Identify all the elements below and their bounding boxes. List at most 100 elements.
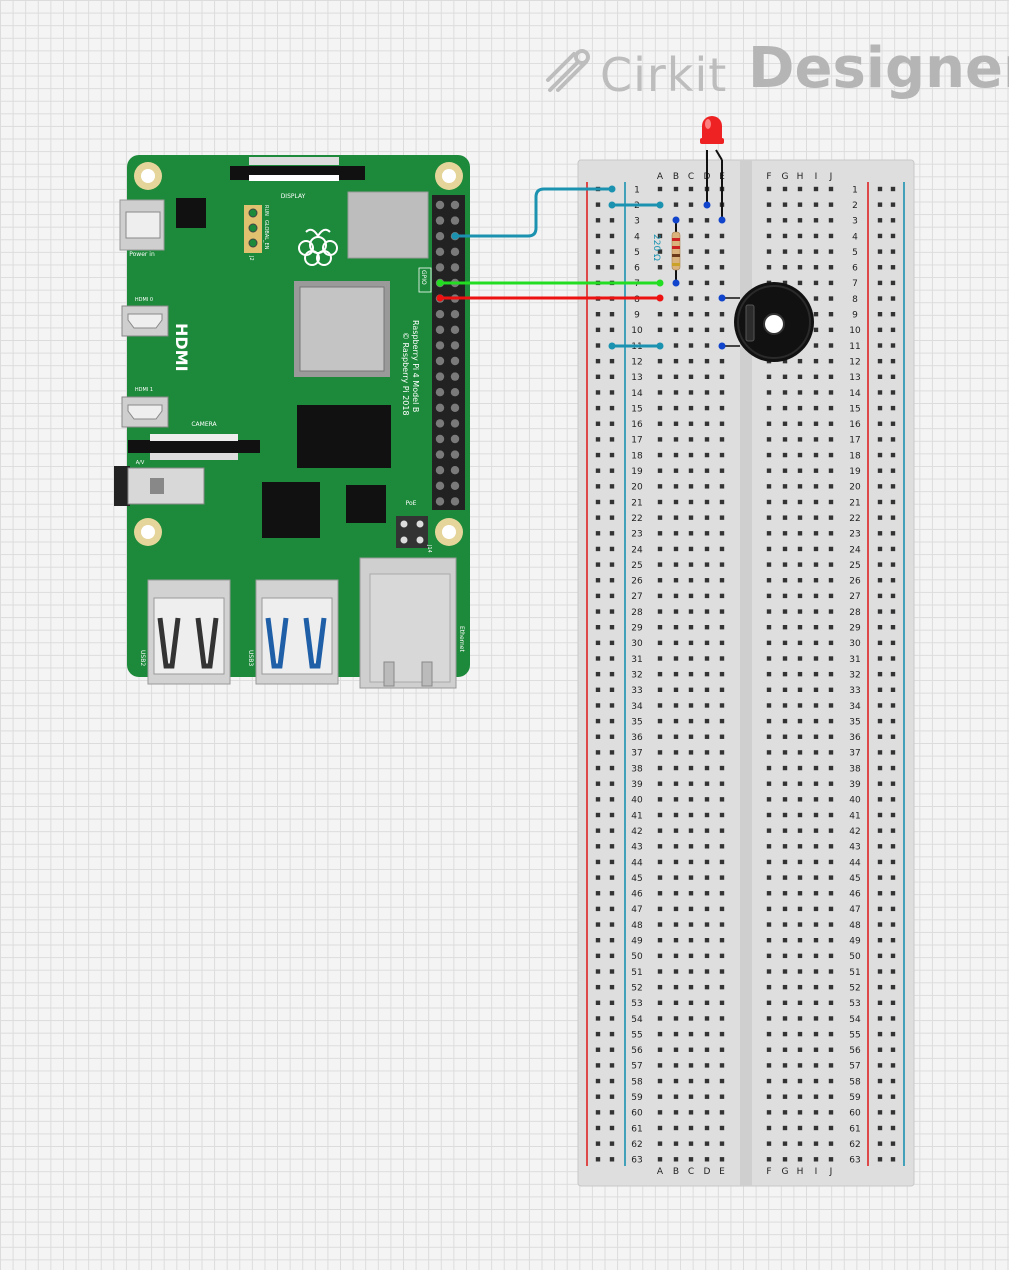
hdmi-1-port: HDMI 1 — [121, 387, 169, 428]
breadboard-hole — [657, 859, 663, 865]
breadboard-hole — [890, 562, 896, 567]
row-number: 6 — [852, 264, 858, 274]
breadboard-hole — [828, 984, 834, 990]
breadboard-hole — [782, 718, 788, 724]
breadboard-hole — [595, 452, 601, 458]
breadboard-hole — [797, 1125, 803, 1131]
breadboard-hole — [595, 515, 601, 520]
row-number: 16 — [631, 420, 643, 430]
pencil-icon — [546, 49, 590, 92]
breadboard-hole — [688, 468, 694, 473]
breadboard-hole — [890, 922, 896, 927]
breadboard-hole — [595, 922, 601, 927]
breadboard-hole — [673, 671, 679, 677]
row-number: 61 — [849, 1124, 860, 1134]
row-number: 16 — [849, 420, 861, 430]
breadboard-hole — [609, 1031, 615, 1037]
breadboard-hole — [704, 531, 710, 536]
breadboard-hole — [704, 1141, 710, 1146]
breadboard-hole — [609, 421, 615, 426]
breadboard-hole — [766, 1031, 772, 1037]
breadboard-hole — [797, 265, 803, 270]
breadboard-hole — [766, 515, 772, 520]
breadboard-hole — [813, 1125, 819, 1131]
breadboard-hole — [609, 593, 615, 599]
breadboard-hole — [673, 531, 679, 536]
breadboard-hole — [704, 734, 710, 739]
breadboard-hole — [609, 515, 615, 520]
breadboard-hole — [766, 703, 772, 708]
breadboard-hole — [877, 312, 883, 317]
breadboard-hole — [657, 812, 663, 818]
row-number: 32 — [631, 670, 642, 680]
breadboard-hole — [719, 1141, 725, 1146]
col-label-j: J — [829, 1167, 833, 1177]
camera-connector: CAMERA — [128, 421, 260, 460]
breadboard-hole — [609, 844, 615, 849]
breadboard-hole — [782, 765, 788, 771]
breadboard-hole — [828, 718, 834, 724]
breadboard-hole — [673, 562, 679, 567]
breadboard-hole — [704, 1078, 710, 1084]
gpio-pin — [435, 341, 445, 350]
breadboard-hole — [813, 515, 819, 520]
breadboard-hole — [877, 1063, 883, 1068]
breadboard-hole — [797, 405, 803, 411]
breadboard-hole — [609, 233, 615, 239]
breadboard-hole — [688, 452, 694, 458]
logo-designer-text: Designer — [748, 36, 1009, 101]
row-number: 43 — [631, 843, 642, 853]
breadboard-hole — [719, 468, 725, 473]
breadboard-hole — [609, 953, 615, 959]
breadboard-hole — [688, 1157, 694, 1162]
breadboard-hole — [595, 374, 601, 379]
breadboard-hole — [813, 875, 819, 880]
breadboard-hole — [890, 578, 896, 583]
breadboard-hole — [766, 452, 772, 458]
breadboard-hole — [877, 405, 883, 411]
breadboard-hole — [813, 687, 819, 692]
breadboard-hole — [688, 875, 694, 880]
breadboard-hole — [877, 953, 883, 959]
breadboard-hole — [813, 421, 819, 426]
row-number: 19 — [631, 467, 643, 477]
breadboard-hole — [609, 1000, 615, 1005]
breadboard-hole — [782, 562, 788, 567]
breadboard-hole — [766, 1094, 772, 1099]
breadboard-hole — [657, 593, 663, 599]
breadboard-hole — [657, 844, 663, 849]
breadboard-hole — [828, 797, 834, 802]
breadboard-hole — [890, 343, 896, 348]
breadboard-hole — [797, 922, 803, 927]
hdmi0-label: HDMI 0 — [135, 297, 153, 303]
breadboard-hole — [719, 265, 725, 270]
breadboard-hole — [719, 859, 725, 865]
row-number: 9 — [852, 311, 858, 321]
breadboard-hole — [813, 531, 819, 536]
breadboard-hole — [609, 609, 615, 614]
breadboard-hole — [828, 703, 834, 708]
breadboard-hole — [766, 859, 772, 865]
breadboard-hole — [890, 186, 896, 192]
breadboard-hole — [766, 640, 772, 646]
breadboard-hole — [890, 781, 896, 786]
breadboard-hole — [797, 969, 803, 974]
row-number: 38 — [631, 764, 643, 774]
breadboard-hole — [828, 1125, 834, 1131]
breadboard-hole — [890, 1047, 896, 1052]
gpio-pin — [450, 216, 460, 225]
breadboard-hole — [782, 218, 788, 223]
breadboard-hole — [595, 609, 601, 614]
breadboard-hole — [673, 938, 679, 943]
breadboard-hole — [813, 906, 819, 912]
breadboard-hole — [688, 953, 694, 959]
breadboard-hole — [782, 468, 788, 473]
breadboard-hole — [813, 922, 819, 927]
breadboard-hole — [828, 844, 834, 849]
breadboard-hole — [890, 499, 896, 505]
breadboard-hole — [595, 953, 601, 959]
breadboard-hole — [766, 750, 772, 755]
breadboard-hole — [782, 233, 788, 239]
breadboard-hole — [797, 859, 803, 865]
breadboard-hole — [595, 750, 601, 755]
